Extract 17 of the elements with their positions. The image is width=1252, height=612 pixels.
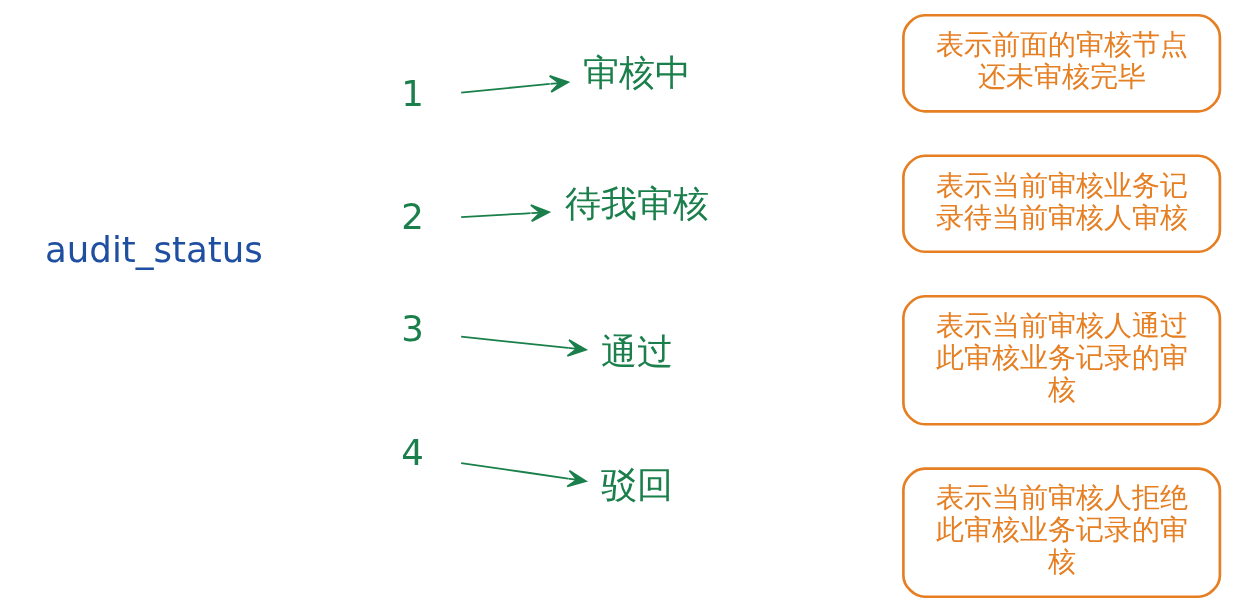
node-text: 通过	[600, 330, 673, 372]
node-box: 表示当前审核人拒绝此审核业务记录的审核	[902, 467, 1222, 599]
label: audit_status	[45, 229, 263, 271]
node-box: 表示前面的审核节点还未审核完毕	[902, 13, 1222, 113]
arrow	[460, 75, 569, 94]
node-box: 表示当前审核人通过此审核业务记录的审核	[902, 294, 1222, 426]
node-text: 3	[401, 307, 424, 349]
arrow	[460, 462, 587, 488]
node-box: 表示当前审核业务记录待当前审核人审核	[902, 154, 1222, 254]
node-text: 4	[401, 432, 424, 474]
node-text: 2	[401, 195, 424, 237]
node-text: 审核中	[582, 51, 691, 93]
node-text: 待我审核	[564, 183, 709, 225]
arrow	[460, 204, 550, 223]
node-text: 1	[401, 72, 424, 114]
arrow	[460, 335, 587, 357]
node-text: 驳回	[600, 464, 673, 506]
